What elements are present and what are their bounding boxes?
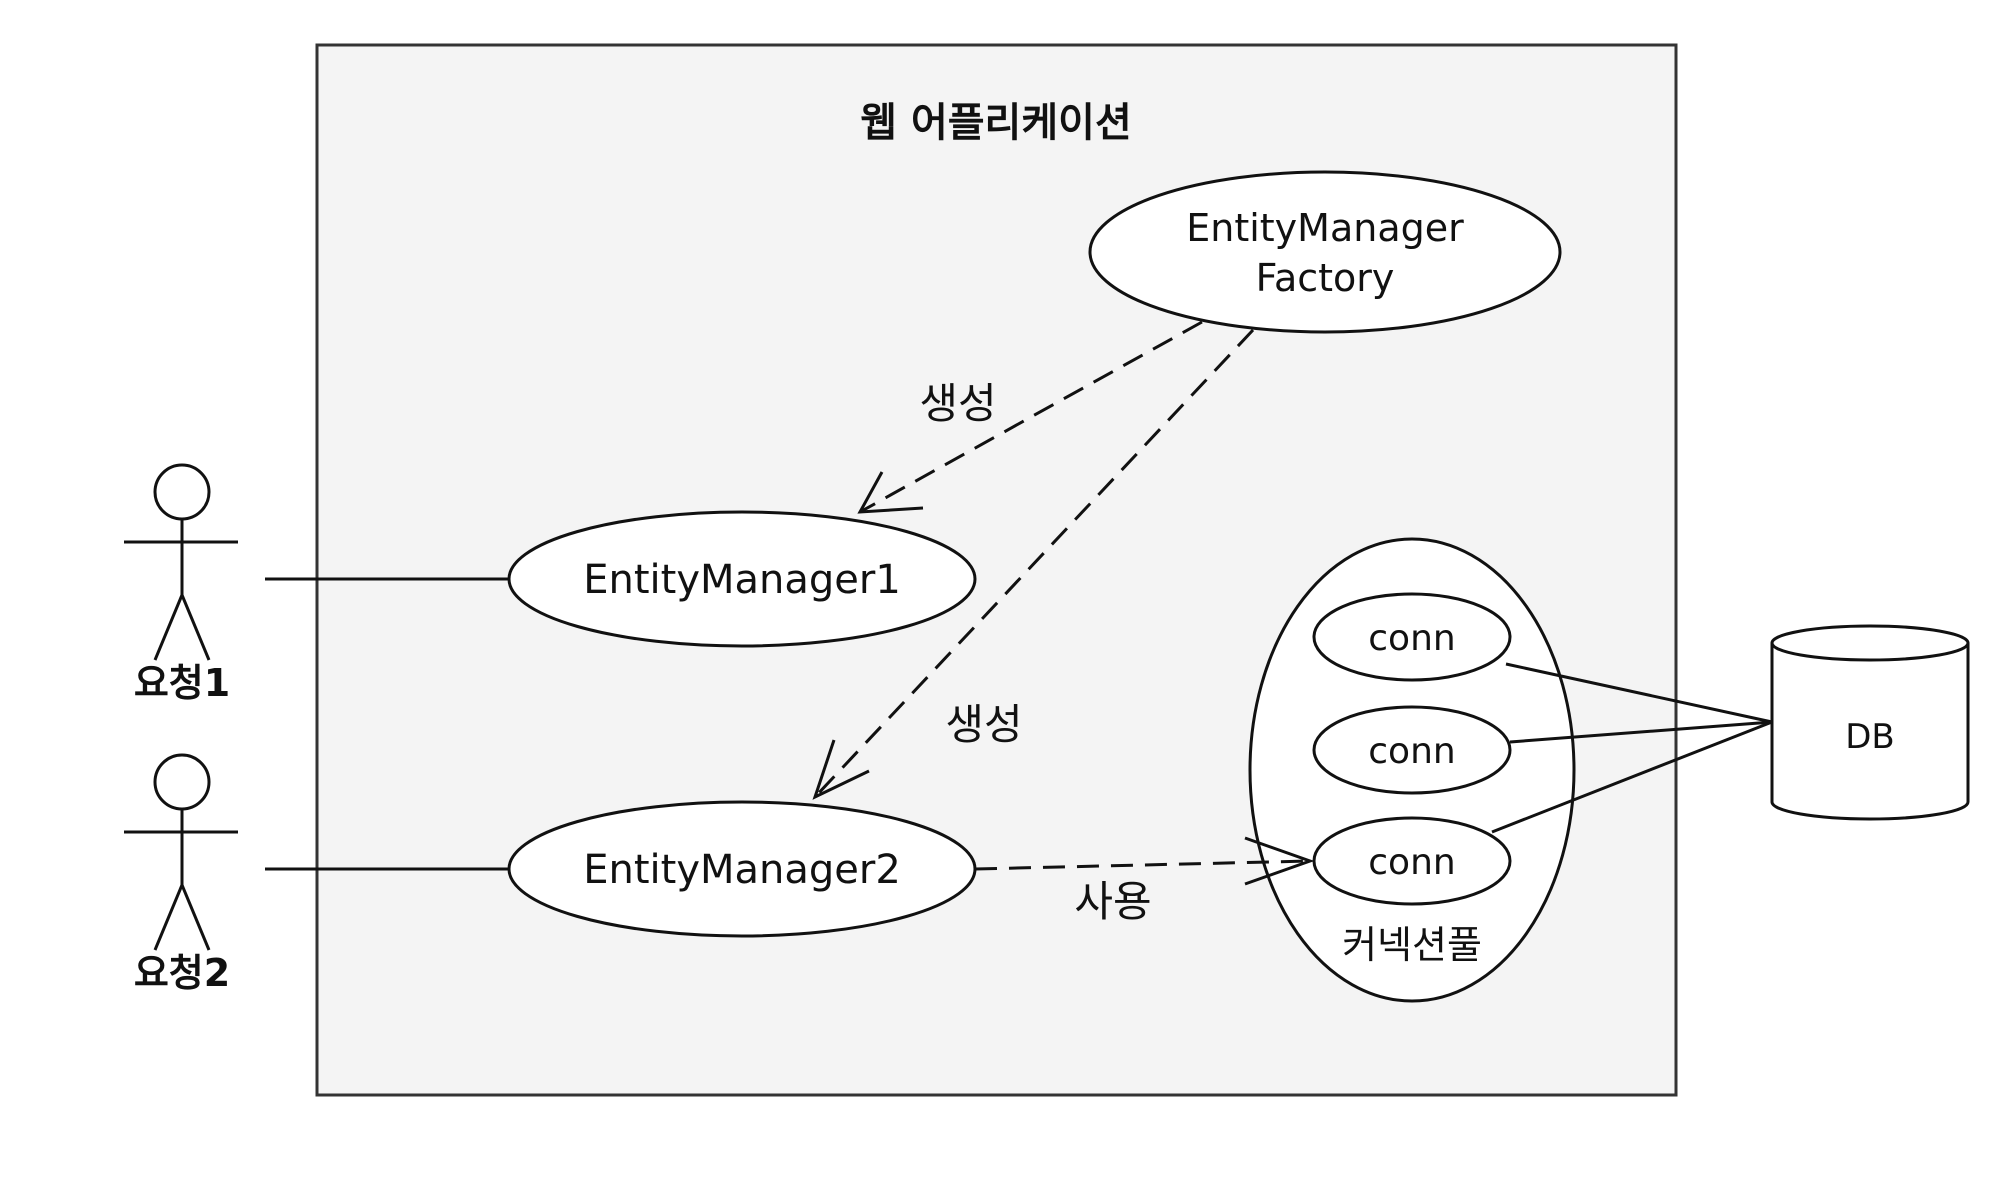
use-label: 사용 <box>1074 877 1151 926</box>
entity-manager-2-label: EntityManager2 <box>583 847 901 893</box>
entity-manager-factory-label-line-2: Factory <box>1256 256 1395 300</box>
database-cylinder <box>1770 643 1970 821</box>
use-arrow-head <box>1244 836 1315 886</box>
create-label-2: 생성 <box>945 700 1022 749</box>
create-label-1: 생성 <box>919 379 996 428</box>
create-arrow-line-1 <box>859 320 1203 514</box>
actor-left-leg <box>153 594 184 661</box>
create-arrow-head-1 <box>857 471 924 514</box>
database-cylinder-top <box>1770 624 1970 662</box>
actor-label-request-1: 요청1 <box>134 661 230 705</box>
connection-pool-label: 커넥션풀 <box>1342 923 1482 967</box>
create-arrow-head-2 <box>812 739 870 800</box>
database-link-2 <box>1509 720 1773 744</box>
use-arrow-line <box>974 859 1311 871</box>
actor-request-2 <box>124 753 238 951</box>
connection-label-1: conn <box>1368 618 1455 659</box>
actor-label-request-2: 요청2 <box>134 951 230 995</box>
web-application-title: 웹 어플리케이션 <box>860 100 1132 146</box>
actor-request-1 <box>124 463 238 661</box>
connection-node-1 <box>1312 592 1512 682</box>
actor-right-leg <box>180 594 211 661</box>
actor-left-leg <box>153 884 184 951</box>
entity-manager-factory-label-line-1: EntityManager <box>1186 206 1464 250</box>
entity-manager-1-label: EntityManager1 <box>583 557 901 603</box>
entity-manager-factory-node <box>1088 170 1562 334</box>
actor-right-leg <box>180 884 211 951</box>
database-link-1 <box>1505 662 1773 724</box>
database-link-3 <box>1491 720 1773 834</box>
create-arrow-line-2 <box>813 328 1255 799</box>
connection-label-2: conn <box>1368 731 1455 772</box>
database-label: DB <box>1845 717 1895 757</box>
connection-label-3: conn <box>1368 842 1455 883</box>
entity-manager-1-node <box>507 510 977 648</box>
actor-head <box>153 463 211 521</box>
connection-node-2 <box>1312 705 1512 795</box>
actor-head <box>153 753 211 811</box>
